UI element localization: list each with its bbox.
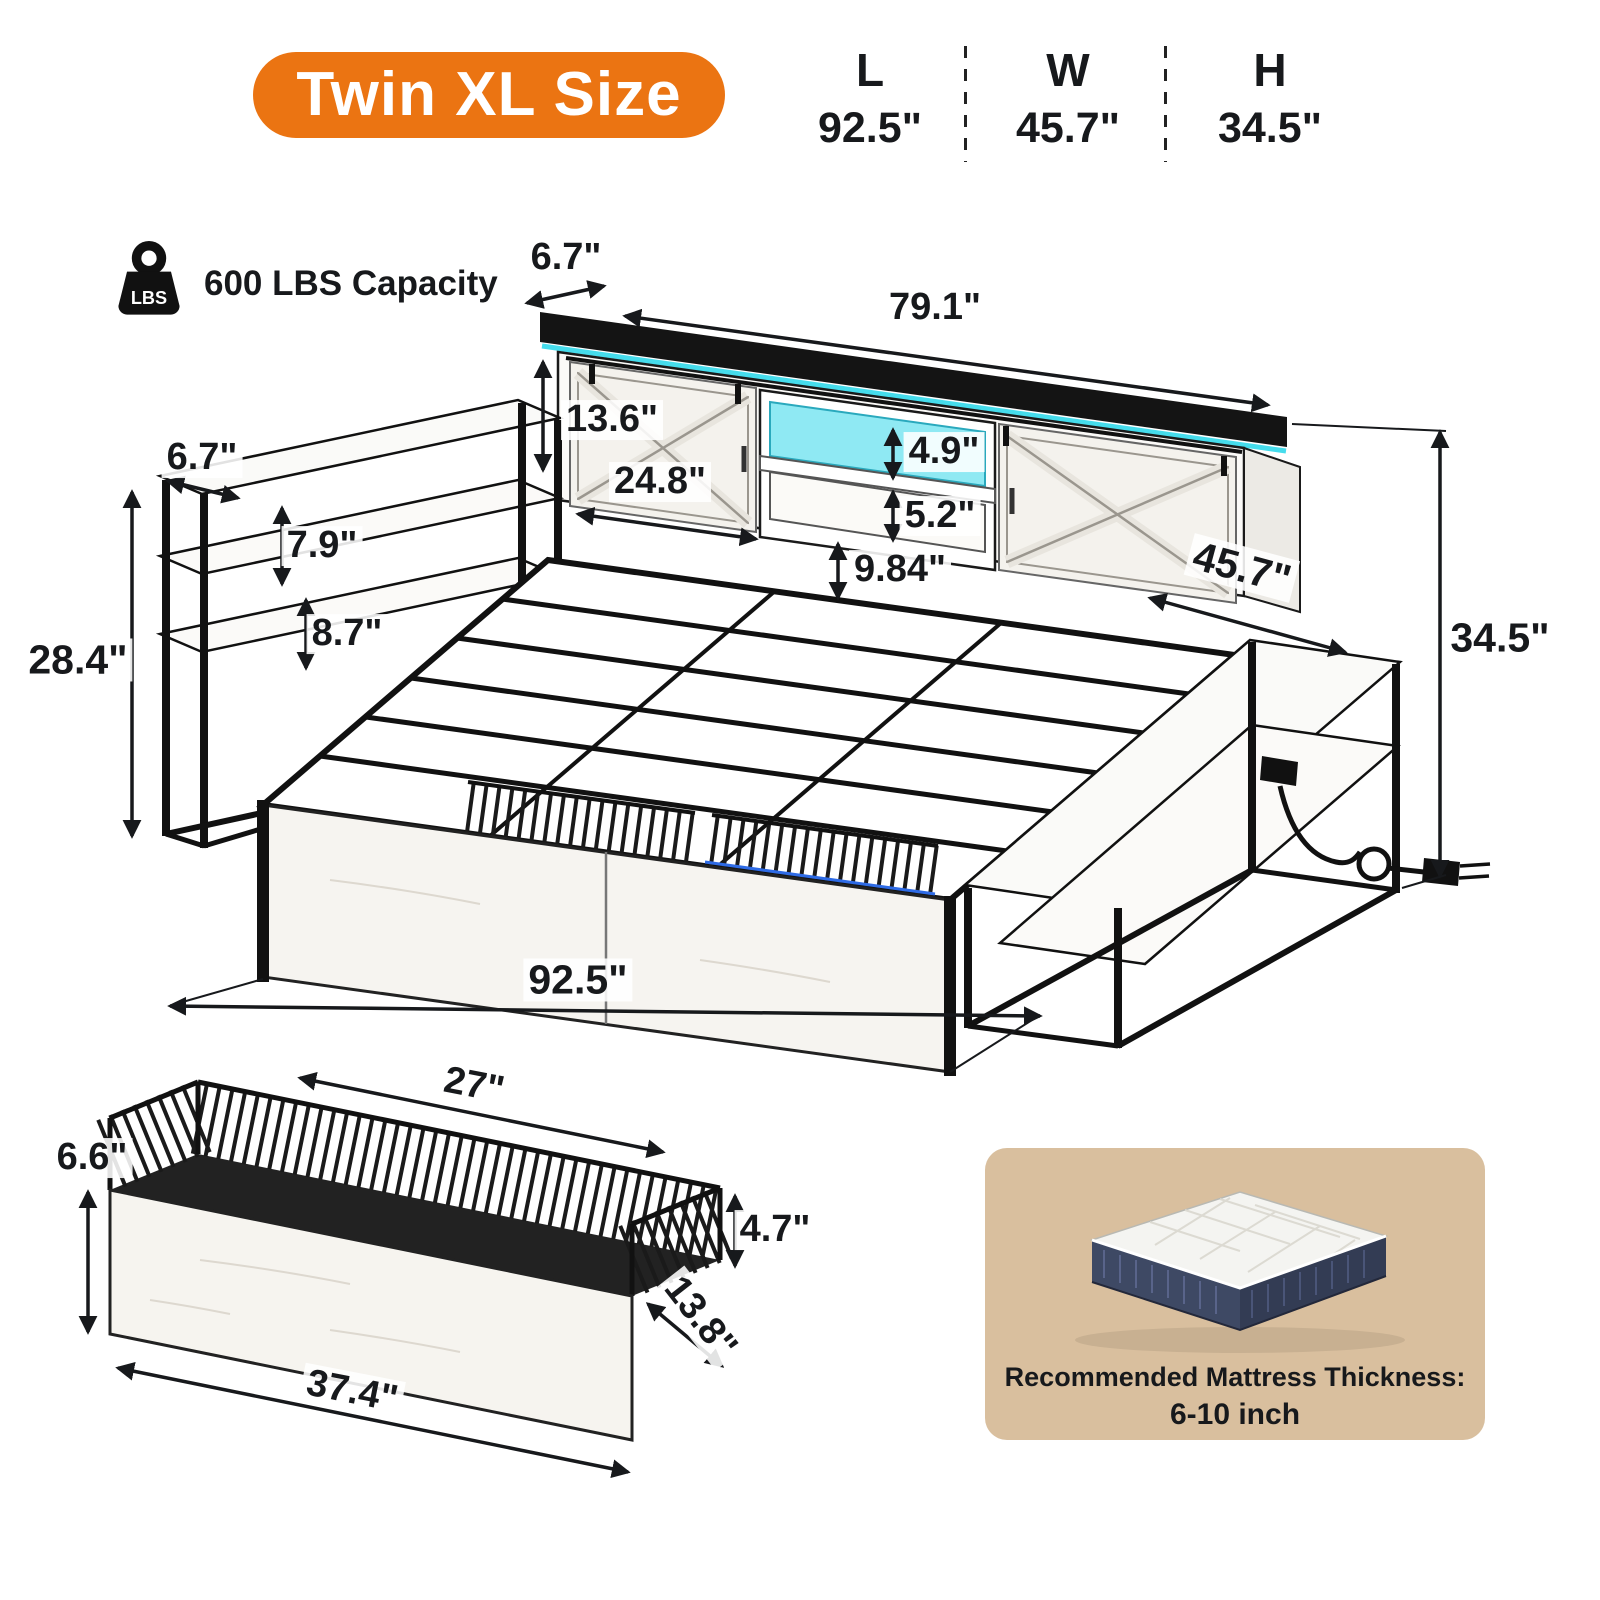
dim-arm-top-depth: 6.7" <box>161 437 243 478</box>
overall-dimensions: L 92.5" W 45.7" H 34.5" <box>780 44 1400 164</box>
dim-arm-height: 28.4" <box>23 638 133 682</box>
dimension-length: L 92.5" <box>780 44 960 154</box>
dim-drawer-front-height: 6.6" <box>51 1137 133 1178</box>
dim-drawer-basket-height: 4.7" <box>734 1209 816 1250</box>
dim-door-width: 24.8" <box>609 461 711 502</box>
mattress-recommendation-line2: 6-10 inch <box>1169 1398 1301 1431</box>
dashed-divider <box>964 46 967 162</box>
drawer-floor <box>110 1154 720 1296</box>
underbed-led-strip <box>704 860 936 896</box>
dim-hutch-top-depth: 6.7" <box>525 237 607 278</box>
dim-arm-shelf-gap-upper: 7.9" <box>281 525 363 566</box>
dim-value-h: 34.5" <box>1217 104 1323 152</box>
dashed-divider <box>1164 46 1167 162</box>
dim-value-l: 92.5" <box>817 104 923 152</box>
dim-shelf-opening-height: 5.2" <box>899 495 981 536</box>
weight-icon: LBS <box>118 241 180 315</box>
hutch-cubby <box>758 388 997 572</box>
dim-bed-length: 92.5" <box>523 958 633 1002</box>
power-outlet-box <box>1260 756 1298 786</box>
dim-hutch-height: 13.6" <box>561 399 663 440</box>
capacity-amount: 600 LBS <box>204 264 343 303</box>
dim-letter-h: H <box>1253 44 1287 96</box>
dimension-width: W 45.7" <box>978 44 1158 154</box>
dim-under-hutch-clearance: 9.84" <box>849 549 951 590</box>
mattress-recommendation-line1: Recommended Mattress Thickness: <box>1004 1362 1466 1392</box>
dim-letter-w: W <box>1046 44 1090 96</box>
dim-value-w: 45.7" <box>1015 104 1121 152</box>
weight-icon-label: LBS <box>131 288 167 308</box>
mattress-illustration <box>1075 1191 1405 1353</box>
barn-door-left <box>569 360 757 534</box>
dim-hutch-length: 79.1" <box>884 287 986 328</box>
capacity-suffix: Capacity <box>351 264 498 303</box>
dimension-arrows <box>78 280 1450 1479</box>
dim-arm-shelf-gap-lower: 8.7" <box>306 613 388 654</box>
dim-total-height: 34.5" <box>1445 616 1555 660</box>
size-badge: Twin XL Size <box>253 52 725 138</box>
barn-door-right <box>998 422 1237 605</box>
platform-group <box>256 556 1242 904</box>
dim-letter-l: L <box>855 44 885 96</box>
capacity-text: 600 LBS Capacity <box>204 264 498 304</box>
right-bench-group <box>962 638 1403 1049</box>
dim-cubby-opening-height: 4.9" <box>903 431 985 472</box>
dimension-height: H 34.5" <box>1180 44 1360 154</box>
